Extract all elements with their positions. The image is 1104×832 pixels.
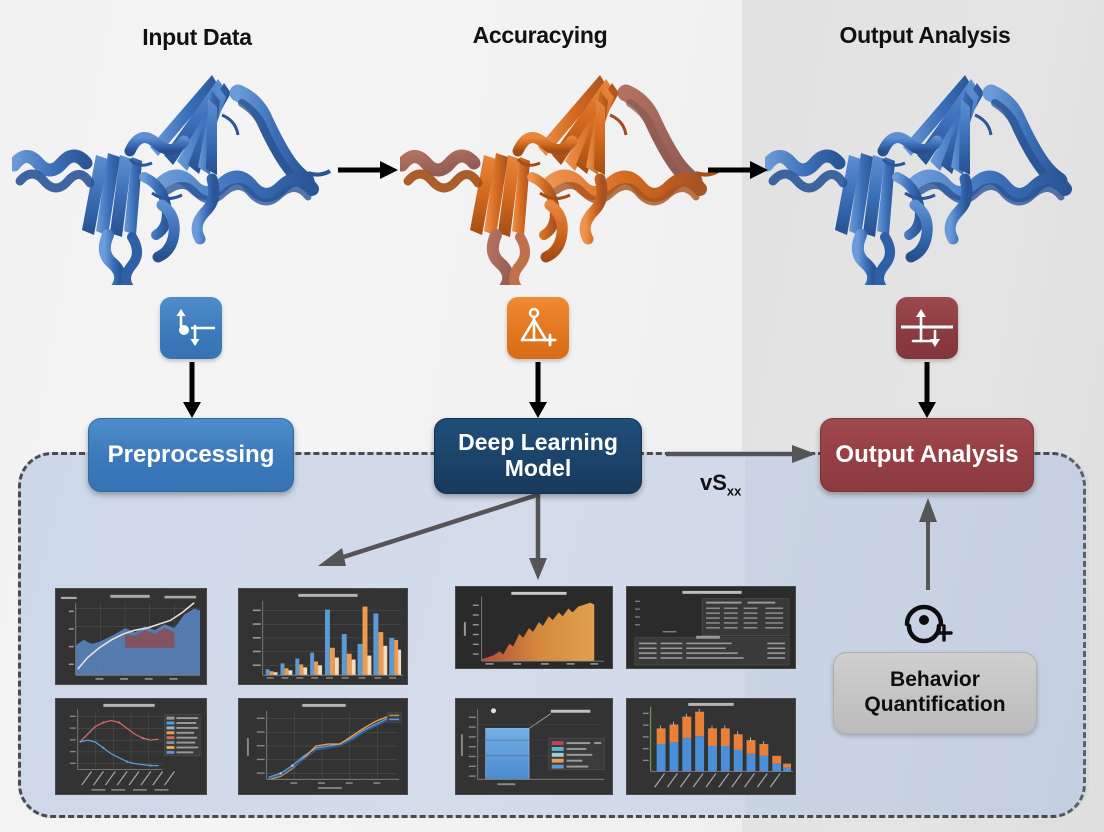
arrow-model-to-charts-left: [310, 488, 540, 583]
arrow-model-to-charts-center: [527, 492, 549, 587]
arrow-behavior-to-output-analysis: [917, 494, 939, 595]
updown-dot-icon: [167, 304, 215, 352]
protein-ribbon-output: [765, 55, 1095, 285]
chart-thumbnail-5[interactable]: [455, 586, 613, 669]
arrow-model-to-output-analysis: [642, 442, 824, 471]
badge-output[interactable]: [896, 297, 958, 359]
arrow-input-to-accuracying: [336, 158, 402, 187]
chart-thumbnail-4[interactable]: [238, 698, 408, 795]
stage-label-deep-learning-model: Deep Learning Model: [458, 429, 618, 482]
split-updown-icon: [901, 303, 953, 353]
stage-box-preprocessing[interactable]: Preprocessing: [88, 418, 294, 492]
behavior-label-line1: Behavior: [890, 668, 980, 692]
edge-label-base: vS: [700, 470, 727, 495]
arrow-accuracying-to-output: [706, 158, 772, 187]
stage-box-output-analysis[interactable]: Output Analysis: [820, 418, 1034, 492]
stage-label-output-analysis: Output Analysis: [835, 440, 1019, 468]
protein-ribbon-input: [12, 55, 342, 285]
container-right-shade: [745, 455, 1089, 815]
chart-thumbnail-1[interactable]: [55, 588, 207, 685]
edge-label-subscript: xx: [726, 483, 742, 499]
column-title-input: Input Data: [142, 24, 252, 50]
chart-thumbnail-8[interactable]: [626, 698, 796, 795]
edge-label-vsxx: vSxx: [700, 470, 741, 498]
behavior-label: Behavior Quantification: [864, 668, 1005, 718]
column-title-accuracying: Accuracying: [472, 22, 608, 48]
stage-label-line1: Deep Learning: [458, 429, 618, 456]
arrow-badge-to-output: [917, 362, 937, 423]
behavior-quantification-box[interactable]: Behavior Quantification: [833, 652, 1037, 734]
arrow-badge-to-preprocessing: [182, 362, 202, 423]
arrow-badge-to-model: [528, 362, 548, 423]
stage-box-deep-learning-model[interactable]: Deep Learning Model: [434, 418, 642, 494]
chart-thumbnail-3[interactable]: [55, 698, 207, 795]
behavior-label-line2: Quantification: [864, 693, 1006, 716]
target-plus-icon: [897, 590, 957, 651]
badge-preprocessing[interactable]: [160, 297, 222, 359]
badge-accuracying[interactable]: [507, 297, 569, 359]
column-title-output: Output Analysis: [839, 22, 1011, 48]
protein-ribbon-accuracying: [400, 55, 730, 285]
chart-thumbnail-2[interactable]: [238, 588, 408, 685]
triangle-plus-icon: [514, 304, 562, 352]
chart-thumbnail-7[interactable]: [455, 698, 613, 795]
stage-label-line2: Model: [504, 455, 572, 481]
chart-thumbnail-6[interactable]: [626, 586, 796, 669]
stage-label-preprocessing: Preprocessing: [107, 440, 275, 468]
